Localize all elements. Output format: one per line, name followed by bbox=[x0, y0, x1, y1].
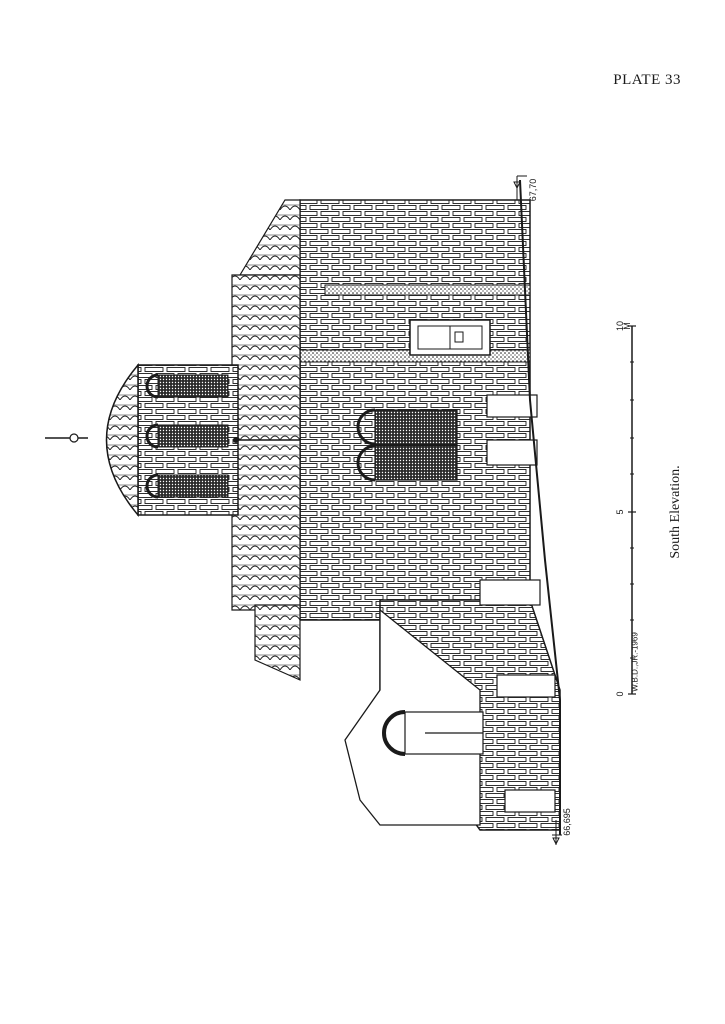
stone-4 bbox=[496, 674, 556, 698]
figure-caption: South Elevation. bbox=[668, 465, 683, 559]
stone-2 bbox=[486, 439, 538, 466]
band-course-1 bbox=[324, 284, 531, 296]
stone-5 bbox=[504, 789, 556, 813]
finial-knob bbox=[69, 433, 79, 443]
scale-unit-label: M bbox=[622, 322, 632, 330]
roof-lower bbox=[254, 604, 301, 681]
elevation-label-bottom: 66,695 bbox=[562, 808, 572, 836]
roof-upper bbox=[238, 199, 301, 276]
elevation-marker-top bbox=[513, 175, 527, 200]
drum-window-2 bbox=[145, 423, 229, 449]
stone-1 bbox=[486, 394, 538, 418]
ground-line bbox=[519, 179, 561, 835]
draftsman-credit: W.B.D.,JR.-1969 bbox=[630, 632, 640, 692]
scale-bar bbox=[628, 325, 636, 695]
elevation-group bbox=[45, 175, 562, 846]
elevation-label-top: 67,70 bbox=[528, 178, 538, 202]
roof-left-wing bbox=[231, 274, 301, 611]
scale-label-5: 5 bbox=[615, 509, 625, 515]
ridge-cross bbox=[233, 437, 239, 443]
scale-label-0: 0 bbox=[615, 691, 625, 697]
drum-window-3 bbox=[145, 473, 229, 499]
lower-arch-window bbox=[382, 710, 484, 756]
elevation-marker-bottom bbox=[552, 820, 562, 846]
twin-arch-window bbox=[356, 408, 458, 482]
plate-number: PLATE 33 bbox=[613, 72, 681, 88]
dome bbox=[105, 362, 139, 518]
drum-window-1 bbox=[145, 373, 229, 399]
stone-3 bbox=[479, 579, 541, 606]
side-door bbox=[409, 319, 491, 356]
